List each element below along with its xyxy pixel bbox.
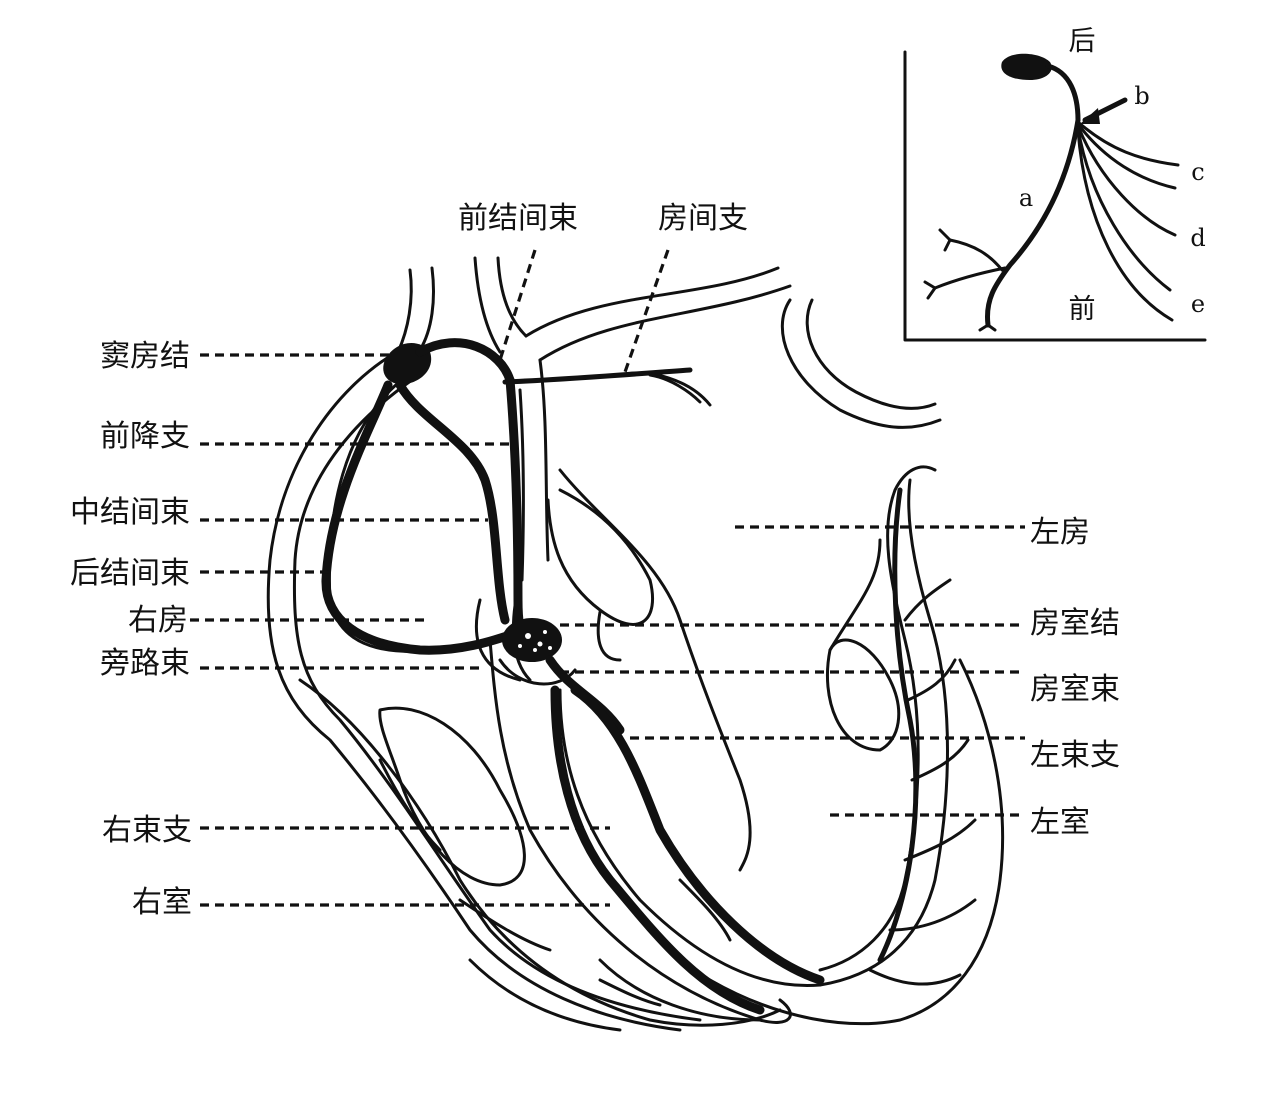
label-left-atrium: 左房 [1030,515,1090,550]
inset-frame [903,50,1207,342]
av-node-shape [502,618,562,662]
inset-diagram: 后 前 a b c d e [903,26,1207,342]
inset-label-posterior: 后 [1069,26,1096,57]
label-right-bundle-branch: 右束支 [102,813,192,848]
label-bypass-tract: 旁路束 [100,646,190,681]
leader-lines [190,249,1025,907]
inset-label-anterior: 前 [1069,294,1096,325]
conduction-system [321,338,977,1015]
label-av-bundle: 房室束 [1030,672,1120,707]
inset-letter-c: c [1191,158,1204,186]
label-middle-internodal-tract: 中结间束 [70,495,190,530]
label-av-node: 房室结 [1030,606,1120,641]
label-right-atrium: 右房 [128,603,188,638]
label-sa-node: 窦房结 [100,339,190,374]
inset-letter-d: d [1190,224,1205,252]
label-left-bundle-branch: 左束支 [1030,738,1120,773]
labels-top: 前结间束 房间支 [458,201,748,236]
inset-letter-b: b [1134,82,1149,110]
label-posterior-internodal-tract: 后结间束 [70,556,190,591]
label-right-ventricle: 右室 [132,885,192,920]
label-interatrial-branch: 房间支 [658,201,748,236]
labels-right: 左房 房室结 房室束 左束支 左室 [1030,515,1120,840]
inset-head-blob [1001,53,1052,80]
label-left-ventricle: 左室 [1030,805,1090,840]
labels-left: 窦房结 前降支 中结间束 后结间束 右房 旁路束 右束支 右室 [70,339,192,920]
label-anterior-descending-branch: 前降支 [100,419,190,454]
label-anterior-internodal-tract: 前结间束 [458,201,578,236]
inset-letter-a: a [1019,184,1033,212]
inset-letter-e: e [1191,290,1205,318]
